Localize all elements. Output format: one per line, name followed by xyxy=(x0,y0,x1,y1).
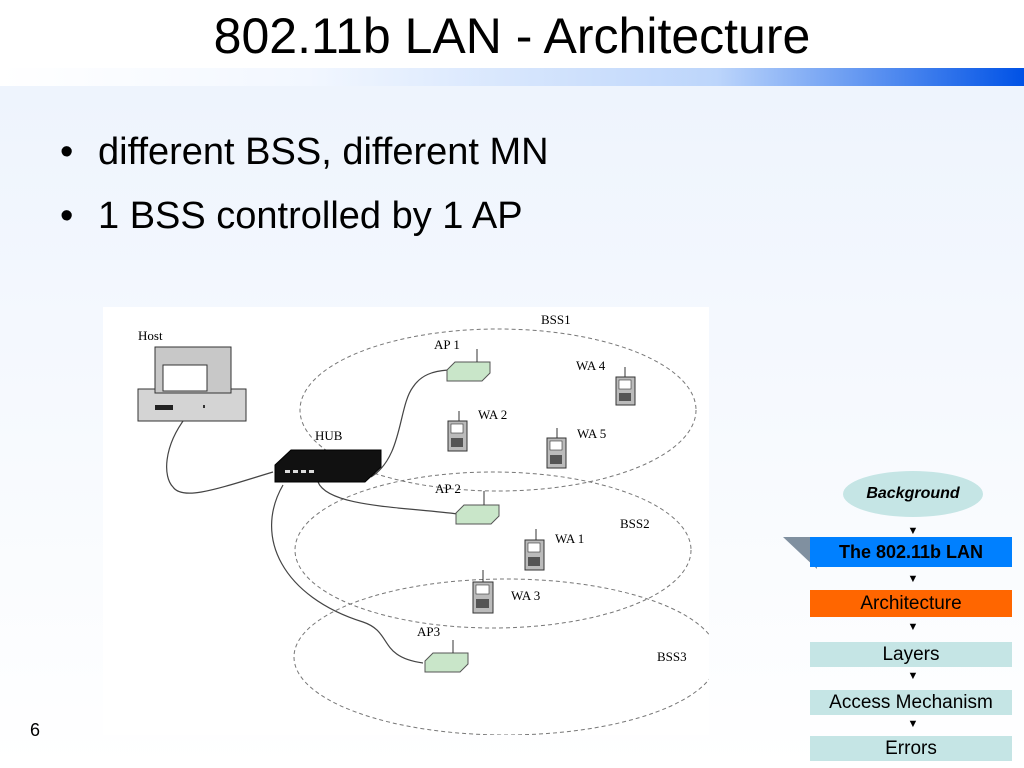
bss3-label: BSS3 xyxy=(657,649,687,664)
host-computer-icon xyxy=(137,346,247,422)
wa3-label: WA 3 xyxy=(511,588,540,603)
wa1-label: WA 1 xyxy=(555,531,584,546)
page-number: 6 xyxy=(30,720,41,740)
host-label: Host xyxy=(138,328,163,343)
bullet-dot: • xyxy=(60,131,74,173)
cable-hub-ap1 xyxy=(370,369,449,478)
slide-title: 802.11b LAN - Architecture xyxy=(213,8,811,64)
nav-item-lan[interactable]: The 802.11b LAN xyxy=(810,537,1012,567)
bss2-label: BSS2 xyxy=(620,516,650,531)
network-diagram: Host HUB AP 1 AP 2 AP3 xyxy=(103,307,709,735)
wa4-icon xyxy=(615,367,636,406)
bullet-text: different BSS, different MN xyxy=(98,131,549,173)
nav-item-access-mechanism[interactable]: Access Mechanism xyxy=(810,690,1012,715)
hub-label: HUB xyxy=(315,428,343,443)
wa3-icon xyxy=(472,570,494,614)
bss1-ellipse xyxy=(299,328,697,492)
nav-background-oval[interactable]: Background xyxy=(843,471,983,517)
wa4-label: WA 4 xyxy=(576,358,606,373)
cable-hub-ap2 xyxy=(317,481,459,515)
wa5-label: WA 5 xyxy=(577,426,606,441)
cable-host-hub xyxy=(166,416,274,494)
bss2-ellipse xyxy=(294,471,692,629)
nav-item-layers[interactable]: Layers xyxy=(810,642,1012,667)
nav-item-architecture[interactable]: Architecture xyxy=(810,590,1012,617)
ap1-icon xyxy=(446,349,491,382)
bullet-text: 1 BSS controlled by 1 AP xyxy=(98,195,523,237)
nav-item-errors[interactable]: Errors xyxy=(810,736,1012,761)
hub-icon xyxy=(274,449,382,483)
cable-hub-ap3 xyxy=(271,484,424,664)
title-gradient-bar xyxy=(0,68,1024,86)
ap2-label: AP 2 xyxy=(435,481,461,496)
bullet-item: • 1 BSS controlled by 1 AP xyxy=(60,192,549,240)
wa2-icon xyxy=(447,411,468,452)
wa2-label: WA 2 xyxy=(478,407,507,422)
network-diagram-svg: Host HUB AP 1 AP 2 AP3 xyxy=(137,312,709,735)
bss1-label: BSS1 xyxy=(541,312,571,327)
wa1-icon xyxy=(524,529,545,571)
bullet-list: • different BSS, different MN • 1 BSS cont… xyxy=(60,128,549,256)
bullet-item: • different BSS, different MN xyxy=(60,128,549,176)
wa5-icon xyxy=(546,428,567,469)
bss3-ellipse xyxy=(293,578,709,735)
ap3-icon xyxy=(424,640,469,673)
bullet-dot: • xyxy=(60,195,74,237)
ap3-label: AP3 xyxy=(417,624,440,639)
ap1-label: AP 1 xyxy=(434,337,460,352)
ap2-icon xyxy=(455,491,500,525)
